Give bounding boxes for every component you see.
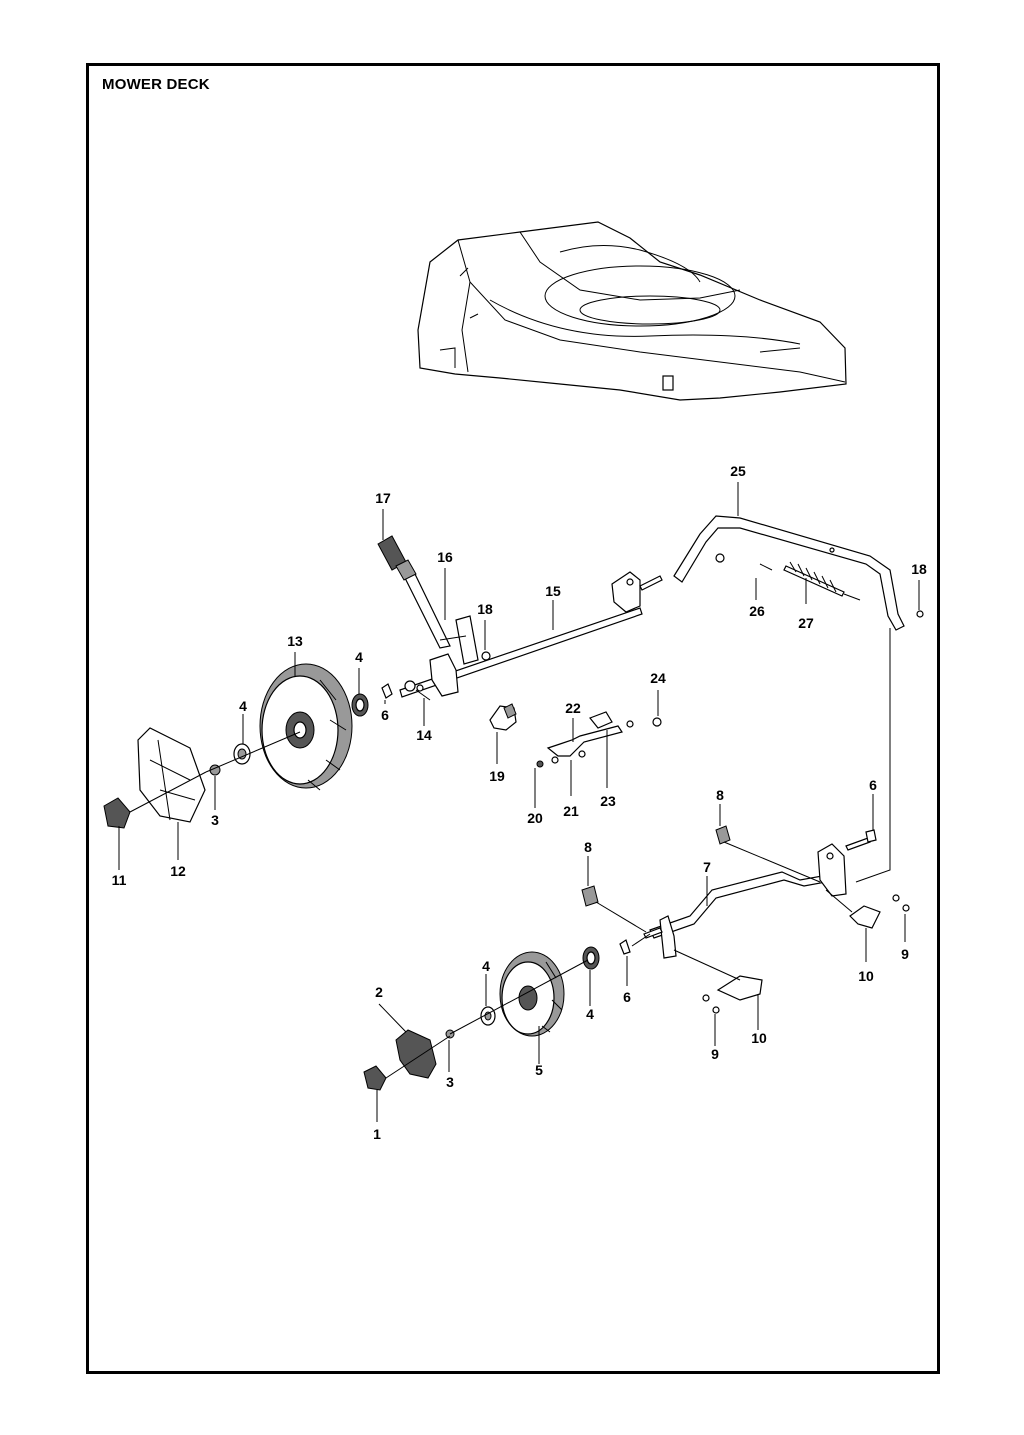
callout-27: 27	[798, 615, 814, 631]
page-title: MOWER DECK	[102, 76, 210, 93]
callout-9a: 9	[901, 946, 909, 962]
callout-17: 17	[375, 490, 391, 506]
height-adjust-parts-drawing	[489, 703, 662, 768]
callout-5: 5	[535, 1062, 543, 1078]
callout-15: 15	[545, 583, 561, 599]
callout-14: 14	[416, 727, 432, 743]
callout-2: 2	[375, 984, 383, 1000]
callout-11: 11	[112, 872, 127, 888]
callout-1: 1	[373, 1126, 381, 1142]
callout-4a: 4	[355, 649, 363, 665]
callout-18a: 18	[477, 601, 493, 617]
handle-spring-drawing	[673, 515, 924, 883]
front-axle-drawing	[363, 825, 910, 1091]
callout-6b: 6	[623, 989, 631, 1005]
callout-4c: 4	[482, 958, 490, 974]
callout-24: 24	[650, 670, 666, 686]
callout-labels: 1 2 3 3 4 4 4 4 5 6 6 6 7 8 8 9 9 10 10 …	[112, 463, 927, 1142]
callout-18b: 18	[911, 561, 927, 577]
callout-25: 25	[730, 463, 746, 479]
callout-20: 20	[527, 810, 543, 826]
deck-housing-drawing	[417, 221, 847, 401]
callout-10a: 10	[858, 968, 874, 984]
callout-16: 16	[437, 549, 453, 565]
callout-23: 23	[600, 793, 616, 809]
callout-12: 12	[170, 863, 186, 879]
callout-6c: 6	[869, 777, 877, 793]
callout-8b: 8	[584, 839, 592, 855]
callout-3a: 3	[211, 812, 219, 828]
callout-19: 19	[489, 768, 505, 784]
callout-7: 7	[703, 859, 711, 875]
leader-lines	[118, 482, 920, 1122]
callout-22: 22	[565, 700, 581, 716]
callout-21: 21	[563, 803, 579, 819]
callout-4b: 4	[239, 698, 247, 714]
callout-26: 26	[749, 603, 765, 619]
callout-10b: 10	[751, 1030, 767, 1046]
callout-8a: 8	[716, 787, 724, 803]
callout-3b: 3	[446, 1074, 454, 1090]
callout-6a: 6	[381, 707, 389, 723]
callout-13: 13	[287, 633, 303, 649]
callout-9b: 9	[711, 1046, 719, 1062]
rear-axle-drawing	[103, 535, 663, 829]
callout-4d: 4	[586, 1006, 594, 1022]
drawing-frame	[86, 63, 940, 1374]
